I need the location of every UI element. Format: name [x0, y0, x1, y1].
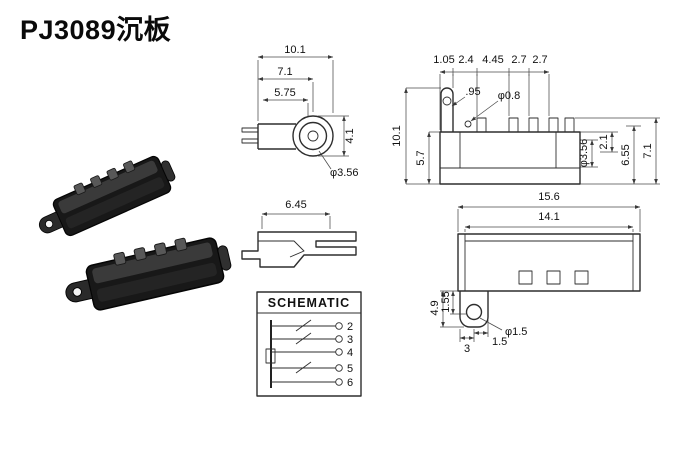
- dim-label-fv-1-5: 1.5: [492, 336, 507, 348]
- dia-label-tv-3-56: φ3.56: [578, 139, 590, 168]
- mount-tab-outline: [440, 87, 454, 132]
- schematic-box: [256, 291, 362, 397]
- solder-pin: [476, 117, 487, 133]
- side-view-dimension-lines: [257, 55, 349, 170]
- dim-label-tv-1-05: 1.05: [433, 54, 454, 66]
- dim-label-tv-0-95: .95: [465, 86, 480, 98]
- pin-terminal-4: [335, 348, 343, 356]
- pin-terminal-2: [335, 322, 343, 330]
- pin-terminal-3: [335, 335, 343, 343]
- profile-view-drawing: 6.45: [241, 199, 357, 268]
- dim-label-sv-10-1: 10.1: [284, 44, 305, 56]
- solder-pin: [528, 117, 539, 133]
- pin-slot: [518, 270, 533, 285]
- dim-label-tv-2-7a: 2.7: [511, 54, 526, 66]
- peg-hole: [464, 120, 472, 128]
- pin-label-3: 3: [347, 334, 353, 346]
- dia-label-sv-3-56: φ3.56: [330, 167, 359, 179]
- pin-label-2: 2: [347, 321, 353, 333]
- barrel-center-hole: [307, 130, 319, 142]
- dim-label-sv-7-1: 7.1: [277, 66, 292, 78]
- dim-label-tv-4-45: 4.45: [482, 54, 503, 66]
- terminal-pin: [241, 138, 259, 144]
- solder-pin: [508, 117, 519, 133]
- top-view-dimension-lines: [404, 68, 660, 185]
- terminal-pin: [241, 127, 259, 133]
- side-view-drawing: 10.1 7.1 5.75 4.1 φ3.56: [241, 44, 359, 179]
- solder-pin: [564, 117, 575, 133]
- dim-label-pv-6-45: 6.45: [285, 199, 306, 211]
- schematic-title: SCHEMATIC: [268, 296, 350, 310]
- pin-slot: [546, 270, 561, 285]
- dim-label-sv-4-1: 4.1: [344, 128, 356, 143]
- profile-dimension-lines: [261, 212, 331, 229]
- mount-hole: [465, 303, 483, 321]
- dim-label-fv-3: 3: [464, 343, 470, 355]
- pin-slot: [574, 270, 589, 285]
- side-view-part: [241, 115, 334, 157]
- barrel-outer-circle: [292, 115, 334, 157]
- dim-label-tv-2-4: 2.4: [458, 54, 473, 66]
- dia-label-fv-1-5: φ1.5: [505, 326, 527, 338]
- product-photo-2: [59, 228, 235, 318]
- front-view-drawing: 15.6 14.1 4.9 1.55 3 1.5 φ1.5: [429, 191, 641, 355]
- top-view-part: [439, 87, 581, 185]
- dim-label-tv-10-1: 10.1: [391, 125, 403, 146]
- top-view-drawing: 1.05 2.4 4.45 2.7 2.7 .95 φ0.8 10.1 5.7 …: [391, 54, 660, 185]
- dim-label-tv-2-7b: 2.7: [532, 54, 547, 66]
- schematic-circuit: [265, 319, 343, 388]
- dim-label-fv-4-9: 4.9: [429, 300, 441, 315]
- dim-label-tv-5-7: 5.7: [415, 150, 427, 165]
- barrel-inner-circle: [298, 121, 328, 151]
- product-photo-1: [29, 146, 181, 247]
- profile-part: [241, 231, 357, 268]
- connector-body-outline: [439, 131, 581, 185]
- mount-lug-outline: [459, 291, 489, 328]
- front-view-part: [457, 233, 641, 328]
- pin-label-4: 4: [347, 347, 353, 359]
- contact-bracket-outline: [241, 231, 357, 268]
- dim-label-tv-6-55: 6.55: [620, 144, 632, 165]
- pin-terminal-6: [335, 378, 343, 386]
- dim-label-tv-2-1: 2.1: [598, 134, 610, 149]
- product-photo-group: [29, 146, 235, 318]
- pin-label-5: 5: [347, 363, 353, 375]
- dim-label-sv-5-75: 5.75: [274, 87, 295, 99]
- solder-pin: [548, 117, 559, 133]
- dim-label-fv-15-6: 15.6: [538, 191, 559, 203]
- dia-label-tv-0-8: φ0.8: [498, 90, 520, 102]
- tab-hole: [442, 96, 452, 106]
- pin-terminal-5: [335, 364, 343, 372]
- page-title: PJ3089沉板: [20, 15, 172, 45]
- dim-label-fv-14-1: 14.1: [538, 211, 559, 223]
- contact-spring: [258, 240, 305, 258]
- dim-label-fv-1-55: 1.55: [440, 291, 452, 312]
- front-view-dimension-lines: [440, 205, 641, 342]
- dim-label-tv-7-1: 7.1: [642, 143, 654, 158]
- housing-outline: [457, 233, 641, 292]
- schematic: SCHEMATIC 2 3 4 5: [256, 291, 362, 397]
- pin-label-6: 6: [347, 377, 353, 389]
